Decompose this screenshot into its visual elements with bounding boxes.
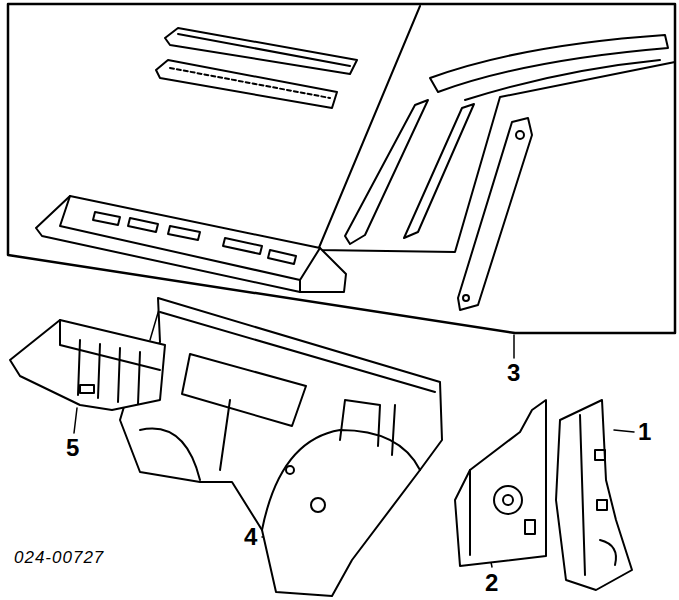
callout-number: 1 xyxy=(638,420,651,444)
catalog-number: 024-00727 xyxy=(14,549,104,566)
callout-number: 2 xyxy=(485,571,498,595)
side-panel xyxy=(455,400,546,566)
callout-number: 5 xyxy=(66,436,79,460)
callout-number: 4 xyxy=(244,525,257,549)
inset-frame xyxy=(8,4,675,333)
cowl-strip xyxy=(156,28,357,108)
cowl-panel xyxy=(36,196,346,292)
pillar-reinforcement xyxy=(556,400,632,590)
cowl-bracket xyxy=(10,320,165,410)
dash-cowl xyxy=(120,298,442,596)
callout-number: 3 xyxy=(507,361,520,385)
pillar-rail xyxy=(345,35,668,310)
